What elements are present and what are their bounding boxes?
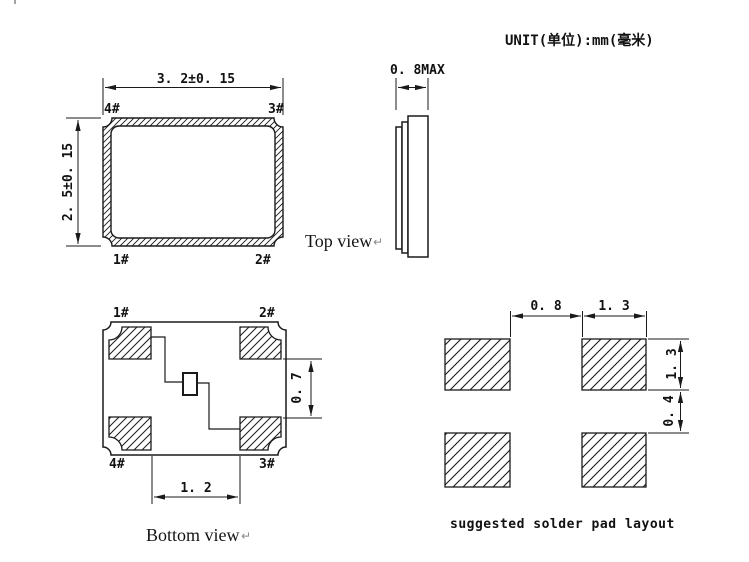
top-view-label: Top view: [305, 231, 372, 251]
top-view-width-dim-text: 3. 2±0. 15: [157, 72, 235, 87]
pin-label-bottom-right: 2#: [255, 253, 271, 268]
side-view-thickness-dimension: 0. 8MAX: [390, 63, 445, 110]
bottom-pad-1: [108, 326, 152, 360]
package-body-outline: [102, 117, 284, 247]
layout-pad-top-left: [444, 338, 511, 391]
bottom-view: 1# 2# 4# 3# 0. 7 1. 2 Bottom view ↵: [102, 306, 322, 545]
solder-pad-layout-caption: suggested solder pad layout: [450, 517, 675, 532]
pin-label-bottom-left: 1#: [113, 253, 129, 268]
bottom-view-label: Bottom view: [146, 525, 240, 545]
layout-pad-bottom-left: [444, 432, 511, 488]
pin-label-top-right: 2#: [259, 306, 275, 321]
bottom-pad-4: [108, 416, 152, 451]
top-view-height-dim-text: 2. 5±0. 15: [61, 143, 76, 221]
pin-label-top-left: 4#: [104, 102, 120, 117]
layout-pad-width-dim-text: 1. 3: [598, 299, 629, 314]
top-view-height-dimension: 2. 5±0. 15: [61, 117, 101, 247]
side-view-thickness-dim-text: 0. 8MAX: [390, 63, 445, 78]
side-profile-lid: [395, 126, 403, 250]
pin-label-top-left: 1#: [113, 306, 129, 321]
bottom-view-gap-v-dim-text: 0. 7: [290, 372, 305, 403]
bottom-view-vertical-gap-dimension: 0. 7: [283, 358, 322, 419]
pin-label-top-right: 3#: [268, 102, 284, 117]
solder-pad-layout: 0. 8 1. 3 1. 3 0. 4 suggested solder pad…: [444, 299, 689, 532]
layout-pad-top-right: [581, 338, 647, 391]
crystal-trace-left: [151, 336, 183, 383]
side-profile-seam: [401, 121, 409, 254]
side-profile-base: [407, 115, 429, 258]
top-view: 3. 2±0. 15 2. 5±0. 15 4# 3# 1# 2# Top vi…: [61, 72, 383, 268]
bottom-pad-2: [239, 326, 282, 360]
crystal-element-symbol: [182, 372, 198, 396]
top-view-return-mark: ↵: [373, 235, 383, 249]
bottom-view-horizontal-gap-dimension: 1. 2: [151, 456, 241, 504]
unit-note: UNIT(单位):mm(毫米): [505, 32, 654, 49]
bottom-view-gap-h-dim-text: 1. 2: [180, 481, 211, 496]
top-view-width-dimension: 3. 2±0. 15: [102, 72, 284, 115]
layout-pad-height-dim-text: 1. 3: [665, 348, 680, 379]
layout-right-dimensions: 1. 3 0. 4: [648, 338, 689, 434]
layout-center-gap-dim-text: 0. 8: [530, 299, 561, 314]
pin-label-bottom-right: 3#: [259, 457, 275, 472]
bottom-view-return-mark: ↵: [241, 529, 251, 543]
crystal-trace-right: [197, 382, 240, 430]
bottom-pad-3: [239, 416, 282, 451]
layout-top-dimensions: 0. 8 1. 3: [510, 299, 647, 337]
side-view: 0. 8MAX: [390, 63, 445, 258]
layout-row-gap-dim-text: 0. 4: [662, 395, 677, 426]
pin-label-bottom-left: 4#: [109, 457, 125, 472]
layout-pad-bottom-right: [581, 432, 647, 488]
